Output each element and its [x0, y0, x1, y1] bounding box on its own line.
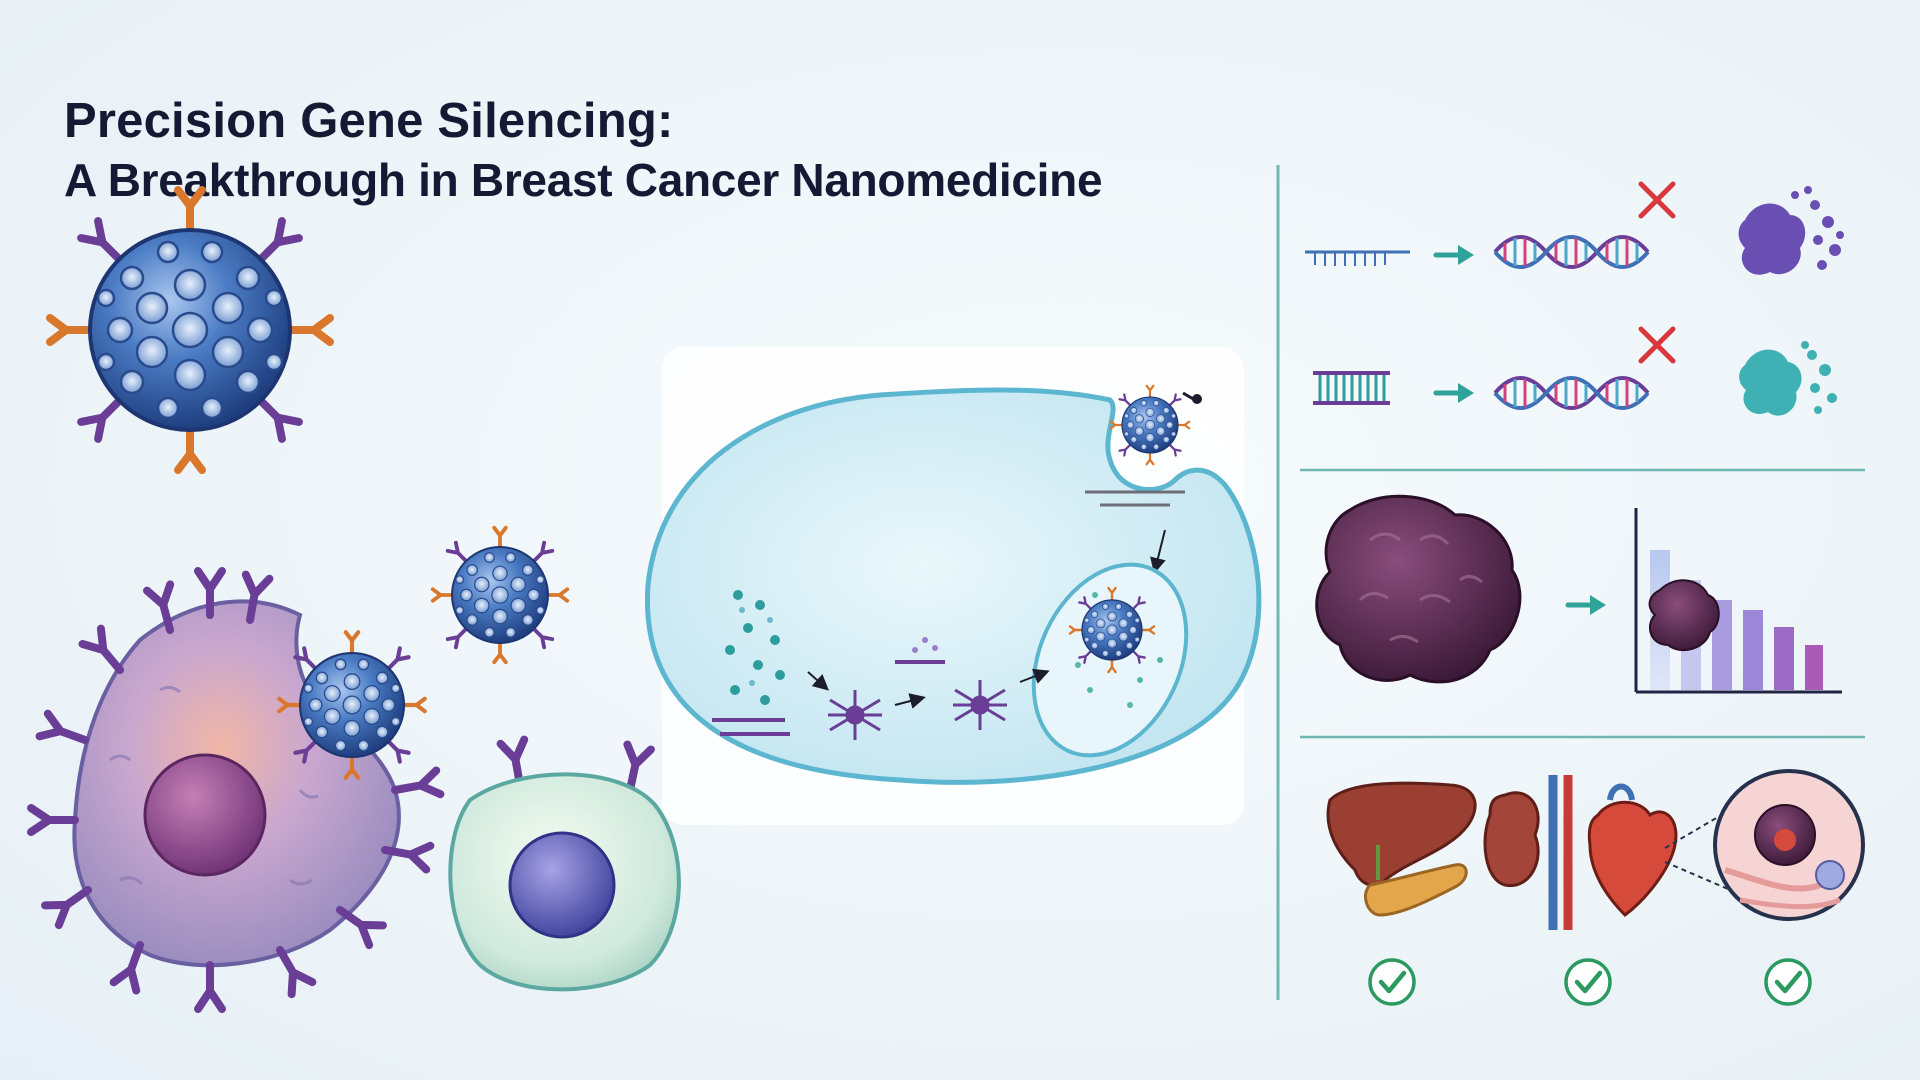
degraded-protein-1 [1738, 186, 1844, 275]
title-line-1: Precision Gene Silencing: [64, 94, 674, 148]
safety-check-1 [1370, 960, 1414, 1004]
tumor-nucleus [143, 753, 267, 877]
tumor-tissue-zoom [1664, 769, 1865, 921]
tumor-reduction-bar-chart [1634, 508, 1842, 694]
risc-complex-2 [953, 680, 1007, 730]
nanoparticle-large [50, 190, 330, 470]
silencing-row-1 [1305, 184, 1844, 275]
safety-check-3 [1766, 960, 1810, 1004]
risc-complex-1 [828, 690, 882, 740]
nanoparticle-small [433, 528, 567, 662]
liver-pancreas [1326, 781, 1477, 917]
sirna-cluster [712, 590, 790, 736]
tumor-mass [1315, 494, 1522, 684]
safety-check-2 [1566, 960, 1610, 1004]
silencing-row-2 [1313, 329, 1837, 416]
healthy-nucleus [508, 831, 616, 939]
mechanism-panel [644, 347, 1262, 825]
tumor-cell [31, 571, 440, 1009]
degraded-protein-2 [1739, 341, 1837, 416]
kidney-heart-vessels [1483, 775, 1678, 930]
page-title: Precision Gene Silencing: A Breakthrough… [64, 92, 1103, 208]
title-line-2: A Breakthrough in Breast Cancer Nanomedi… [64, 153, 1103, 206]
healthy-cell [448, 740, 681, 992]
